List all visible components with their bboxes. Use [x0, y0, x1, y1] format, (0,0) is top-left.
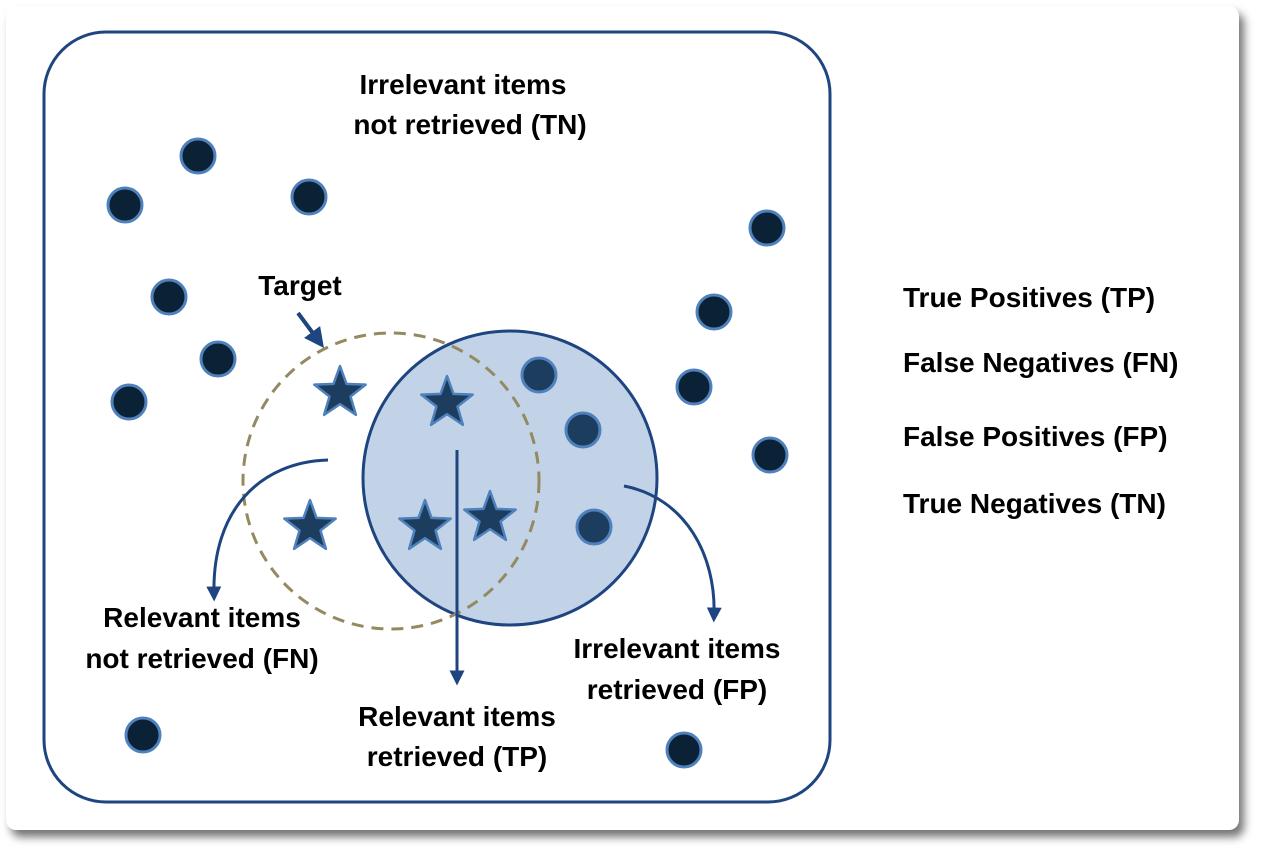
tn-dot	[290, 178, 328, 216]
tn-dot	[150, 278, 188, 316]
tn-dot	[665, 731, 703, 769]
tn-dot	[106, 186, 144, 224]
tp-star	[398, 498, 452, 551]
fp-dot	[575, 508, 613, 546]
relevant-stars	[283, 364, 517, 551]
all-items-frame	[42, 30, 832, 804]
fn-label-line2: not retrieved (FN)	[85, 643, 318, 674]
tn-dot	[695, 293, 733, 331]
fn-label-line1: Relevant items	[103, 602, 301, 633]
target-arrow	[296, 311, 324, 349]
fp-arrow	[623, 484, 722, 623]
legend-true-positives: True Positives (TP)	[903, 282, 1155, 313]
tn-dot	[110, 383, 148, 421]
tp-star	[463, 489, 517, 542]
legend-false-negatives: False Negatives (FN)	[903, 347, 1178, 378]
true-negative-dots	[106, 137, 789, 769]
fp-dot	[520, 356, 558, 394]
target-label: Target	[258, 270, 342, 301]
tn-dot	[199, 340, 237, 378]
legend-true-negatives: True Negatives (TN)	[903, 488, 1166, 519]
fp-dot	[564, 411, 602, 449]
fn-arrow	[206, 458, 329, 602]
fp-label-line2: retrieved (FP)	[587, 674, 768, 705]
retrieved-items-circle	[361, 329, 659, 627]
tn-dot	[751, 436, 789, 474]
tn-dot	[748, 209, 786, 247]
legend-false-positives: False Positives (FP)	[903, 421, 1168, 452]
tn-label-line1: Irrelevant items	[360, 69, 567, 100]
tn-dot	[124, 716, 162, 754]
target-relevant-circle	[241, 331, 541, 631]
fp-label-line1: Irrelevant items	[574, 633, 781, 664]
tp-label-line2: retrieved (TP)	[367, 741, 548, 772]
false-positive-dots	[520, 356, 613, 546]
tp-label-line1: Relevant items	[358, 701, 556, 732]
tn-dot	[675, 368, 713, 406]
tn-label-line2: not retrieved (TN)	[353, 109, 586, 140]
tp-star	[420, 374, 474, 427]
fn-star	[283, 498, 337, 551]
fn-star	[313, 364, 367, 417]
tn-dot	[179, 137, 217, 175]
